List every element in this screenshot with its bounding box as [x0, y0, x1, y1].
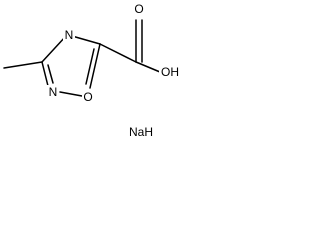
- counterion-label: NaH: [129, 125, 153, 139]
- ring-nitrogen-top-label: N: [65, 28, 74, 42]
- hydroxyl-bond: [135, 61, 161, 73]
- carboxyl-bond: [99, 43, 137, 63]
- bonds: [3, 19, 161, 97]
- hydroxyl-label: OH: [161, 65, 179, 79]
- ring-oxygen-label: O: [83, 90, 92, 104]
- methyl-bond: [3, 61, 43, 69]
- atom-labels: N N O O OH: [47, 2, 181, 104]
- ring-bond-n4-c5: [71, 35, 101, 45]
- ring-bond-c3-n4: [41, 35, 67, 63]
- ring-bond-c5-o1: [89, 43, 101, 89]
- ring-nitrogen-left-label: N: [49, 85, 58, 99]
- carbonyl-oxygen-label: O: [134, 2, 143, 16]
- chemical-structure: N N O O OH NaH: [3, 2, 181, 139]
- ring-bond-o1-n2: [59, 91, 83, 97]
- ring-bond-n2-c3: [41, 61, 49, 87]
- ring-bond-c5-o1-double: [85, 48, 95, 85]
- ring-bond-n2-c3-double: [47, 64, 54, 84]
